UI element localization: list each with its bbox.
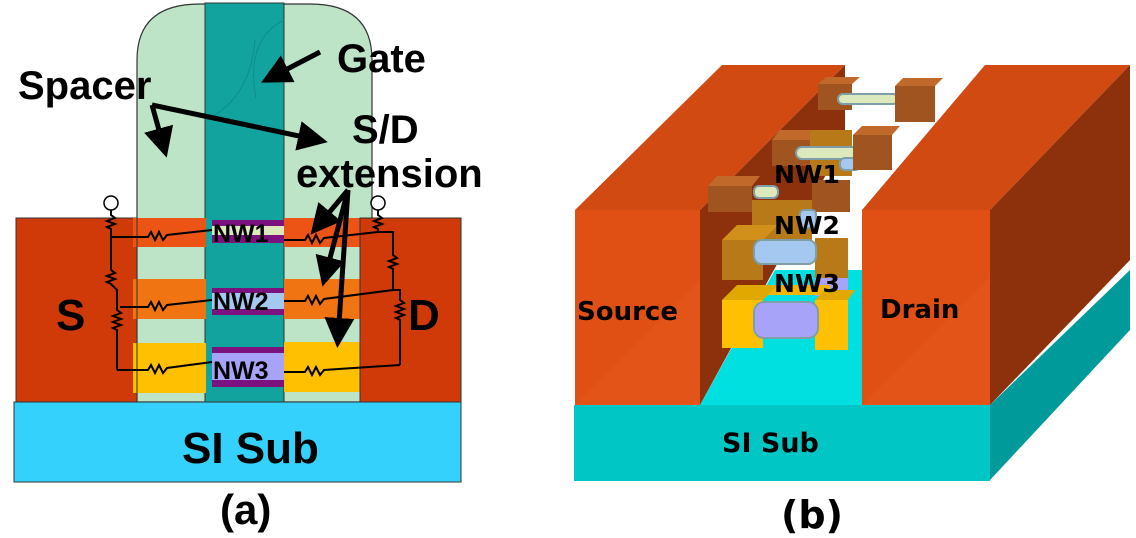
caption-b: (b)	[781, 493, 843, 537]
substrate-b-side	[990, 270, 1130, 480]
source-block-top	[575, 65, 845, 210]
source-label-b: Source	[577, 297, 678, 327]
sd-extension-2-right	[284, 279, 360, 319]
source-label-a: S	[56, 291, 85, 340]
nw3-label-a: NW3	[213, 357, 269, 385]
panel-b: NW1 NW2 NW3 Source Drain SI Sub (b)	[574, 65, 1130, 537]
gate-label: Gate	[337, 37, 426, 81]
nanowire-nw3	[212, 347, 284, 387]
drain-block-side	[990, 65, 1130, 405]
sd-extension-3-right	[284, 342, 360, 392]
nanowire-nw2	[212, 288, 284, 315]
nw3-label-b: NW3	[774, 269, 840, 298]
substrate-a	[13, 401, 462, 483]
resistor-network	[103, 195, 407, 378]
substrate-label-b: SI Sub	[722, 428, 819, 459]
spacer-label: Spacer	[18, 64, 151, 108]
panel-a: Gate Spacer S/D extension S D NW1 NW2 NW…	[13, 2, 483, 533]
gate	[204, 2, 285, 403]
nanowire-stack-b	[708, 77, 943, 350]
sd-extension-label-line1: S/D	[352, 108, 419, 152]
drain-block-top	[862, 65, 1130, 210]
sd-extension-2-left	[133, 279, 206, 319]
nw2-label-a: NW2	[213, 288, 269, 316]
annotation-arrows	[144, 49, 355, 348]
nw1-label-a: NW1	[213, 220, 269, 248]
caption-a: (a)	[220, 486, 271, 533]
nw2-label-b: NW2	[774, 211, 840, 240]
substrate-label-a: SI Sub	[182, 424, 319, 473]
nw1-label-b: NW1	[774, 160, 840, 189]
substrate-b-front	[574, 405, 990, 481]
drain-label-a: D	[408, 291, 440, 340]
drain-label-b: Drain	[880, 295, 959, 325]
sd-extension-label-line2: extension	[296, 152, 483, 196]
nanowire-nw1	[212, 220, 284, 243]
